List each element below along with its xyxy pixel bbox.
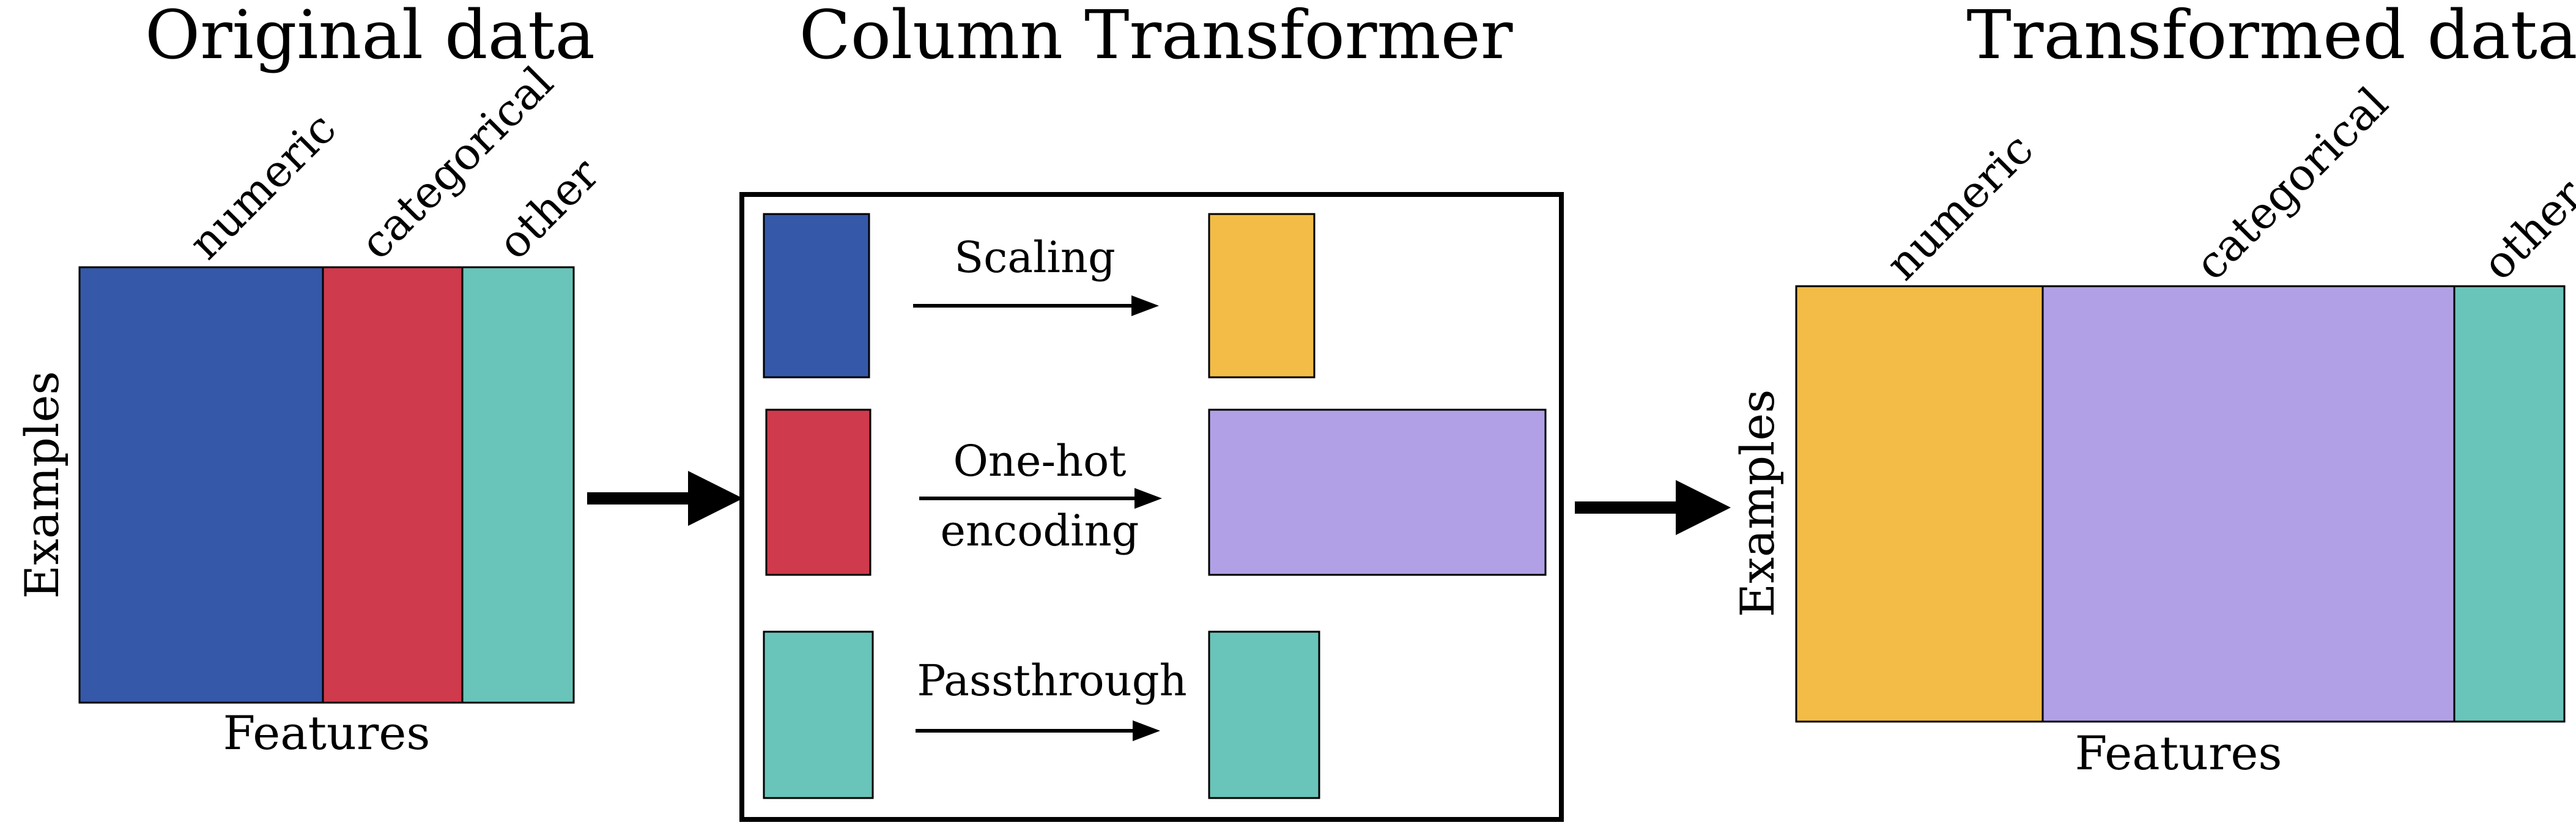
transformer-box <box>739 192 1564 822</box>
original-numeric-block <box>78 266 324 704</box>
original-data-matrix <box>78 266 575 704</box>
transformed-data-matrix <box>1795 285 2566 723</box>
step-onehot-label-line1: One-hot <box>953 436 1127 486</box>
step-passthrough-label: Passthrough <box>917 656 1186 706</box>
arrow-to-transformer <box>587 471 743 526</box>
arrow-to-transformed <box>1575 480 1731 535</box>
step-onehot-arrow <box>919 488 1162 509</box>
step-onehot-output <box>1208 408 1547 576</box>
step-onehot-input <box>765 408 872 576</box>
original-features-label: Features <box>223 706 431 760</box>
title-original-data: Original data <box>145 0 595 74</box>
original-examples-label: Examples <box>15 371 69 599</box>
transformed-other-block <box>2453 285 2566 723</box>
transformed-col-categorical: categorical <box>2185 77 2398 290</box>
step-passthrough-arrow <box>916 720 1160 741</box>
title-column-transformer: Column Transformer <box>799 0 1513 74</box>
title-transformed-data: Transformed data <box>1967 0 2576 74</box>
original-other-block <box>461 266 575 704</box>
transformed-col-other: other <box>2473 169 2576 290</box>
step-passthrough-output <box>1208 630 1320 799</box>
step-scaling-input <box>763 213 870 379</box>
original-categorical-block <box>322 266 464 704</box>
transformed-numeric-block <box>1795 285 2044 723</box>
transformed-categorical-block <box>2041 285 2456 723</box>
step-scaling-label: Scaling <box>954 232 1116 283</box>
transformed-col-numeric: numeric <box>1876 123 2043 290</box>
transformed-examples-label: Examples <box>1730 390 1785 618</box>
transformed-features-label: Features <box>2075 726 2282 780</box>
original-col-other: other <box>488 148 609 269</box>
step-passthrough-input <box>763 630 874 799</box>
step-onehot-label-line2: encoding <box>941 506 1139 556</box>
original-col-numeric: numeric <box>179 102 346 269</box>
step-scaling-output <box>1208 213 1316 379</box>
step-scaling-arrow <box>913 295 1159 316</box>
